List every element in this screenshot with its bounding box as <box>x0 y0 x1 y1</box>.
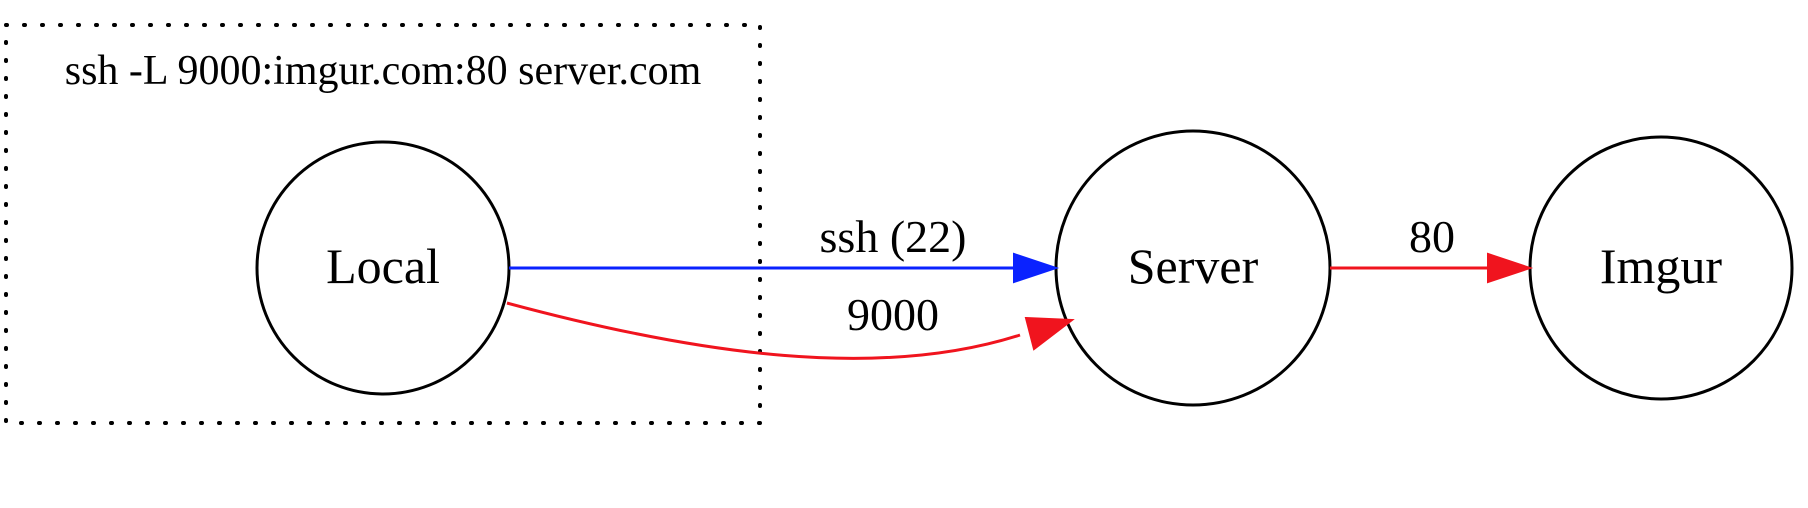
edge-ssh: ssh (22) <box>509 211 1060 284</box>
node-imgur: Imgur <box>1528 135 1794 401</box>
cluster-label: ssh -L 9000:imgur.com:80 server.com <box>65 48 702 94</box>
edge-http-label: 80 <box>1409 211 1455 262</box>
edge-ssh-arrowhead <box>1013 252 1060 284</box>
cluster-box <box>4 23 762 425</box>
edge-http-arrowhead <box>1487 252 1534 284</box>
node-local: Local <box>255 140 511 396</box>
edge-tunnel: 9000 <box>506 289 1075 360</box>
node-server: Server <box>1054 129 1332 407</box>
node-imgur-label: Imgur <box>1600 238 1723 294</box>
edge-ssh-label: ssh (22) <box>820 211 967 262</box>
edge-http: 80 <box>1330 211 1534 284</box>
edge-tunnel-curve <box>506 301 1021 360</box>
node-local-label: Local <box>326 238 440 294</box>
edge-tunnel-arrowhead <box>1024 316 1075 351</box>
node-server-label: Server <box>1128 238 1259 294</box>
edge-tunnel-label: 9000 <box>847 289 939 340</box>
